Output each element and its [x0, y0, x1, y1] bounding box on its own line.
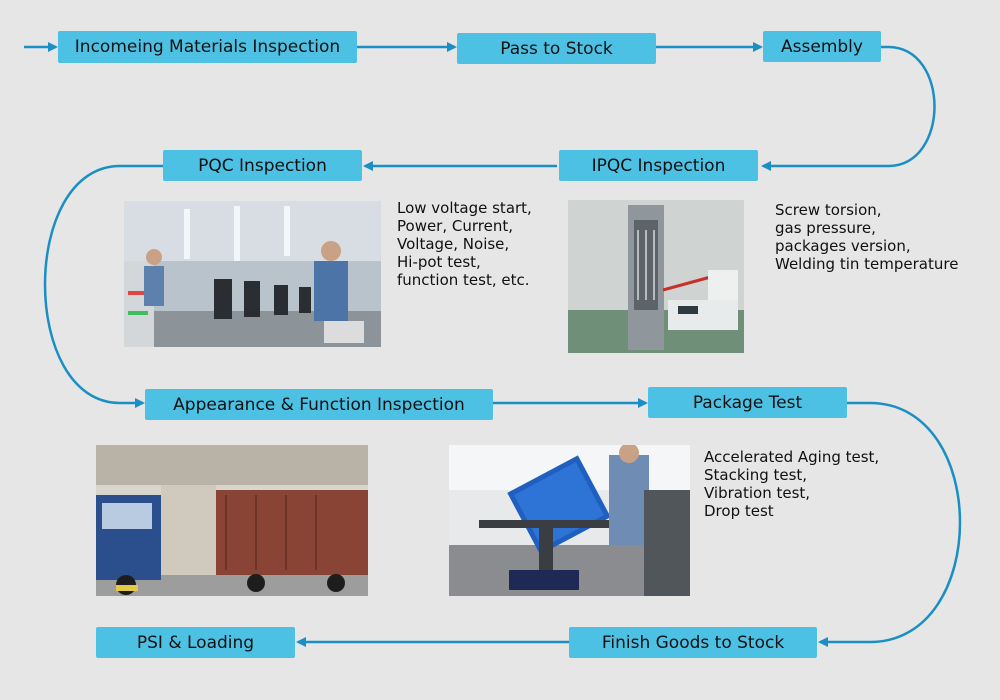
- step-incoming-inspection: Incomeing Materials Inspection: [58, 31, 357, 63]
- step-label: IPQC Inspection: [591, 155, 726, 176]
- step-label: Assembly: [781, 36, 863, 57]
- note-line: Low voltage start,: [397, 199, 532, 217]
- step-assembly: Assembly: [763, 31, 881, 62]
- step-ipqc-inspection: IPQC Inspection: [559, 150, 758, 181]
- loading-trucks-photo: [96, 445, 368, 596]
- drop-test-photo: [449, 445, 690, 596]
- step-label: Finish Goods to Stock: [601, 632, 785, 653]
- package-test-notes: Accelerated Aging test, Stacking test, V…: [704, 448, 879, 520]
- step-label: Pass to Stock: [500, 38, 613, 59]
- step-label: Package Test: [692, 392, 803, 413]
- step-package-test: Package Test: [648, 387, 847, 418]
- note-line: function test, etc.: [397, 271, 530, 289]
- step-appearance-function-inspection: Appearance & Function Inspection: [145, 389, 493, 420]
- note-line: Drop test: [704, 502, 774, 520]
- note-line: Screw torsion,: [775, 201, 882, 219]
- step-psi-loading: PSI & Loading: [96, 627, 295, 658]
- note-line: Power, Current,: [397, 217, 513, 235]
- note-line: Stacking test,: [704, 466, 808, 484]
- pqc-test-notes: Low voltage start, Power, Current, Volta…: [397, 199, 532, 289]
- step-pqc-inspection: PQC Inspection: [163, 150, 362, 181]
- ipqc-test-notes: Screw torsion, gas pressure, packages ve…: [775, 201, 958, 273]
- note-line: Hi-pot test,: [397, 253, 481, 271]
- step-pass-to-stock: Pass to Stock: [457, 33, 656, 64]
- arrow-pqc-to-appearance: [43, 164, 163, 408]
- note-line: Welding tin temperature: [775, 255, 959, 273]
- step-finish-goods-to-stock: Finish Goods to Stock: [569, 627, 817, 658]
- note-line: Accelerated Aging test,: [704, 448, 880, 466]
- note-line: Vibration test,: [704, 484, 811, 502]
- step-label: Incomeing Materials Inspection: [74, 37, 341, 57]
- note-line: packages version,: [775, 237, 911, 255]
- ipqc-tester-photo: [568, 200, 744, 353]
- step-label: Appearance & Function Inspection: [173, 394, 465, 415]
- step-label: PQC Inspection: [198, 155, 327, 176]
- step-label: PSI & Loading: [136, 632, 255, 653]
- note-line: gas pressure,: [775, 219, 876, 237]
- arrow-assembly-to-ipqc: [761, 45, 936, 171]
- note-line: Voltage, Noise,: [397, 235, 510, 253]
- arrow-package-to-finish: [818, 401, 962, 647]
- pqc-line-photo: [124, 201, 381, 347]
